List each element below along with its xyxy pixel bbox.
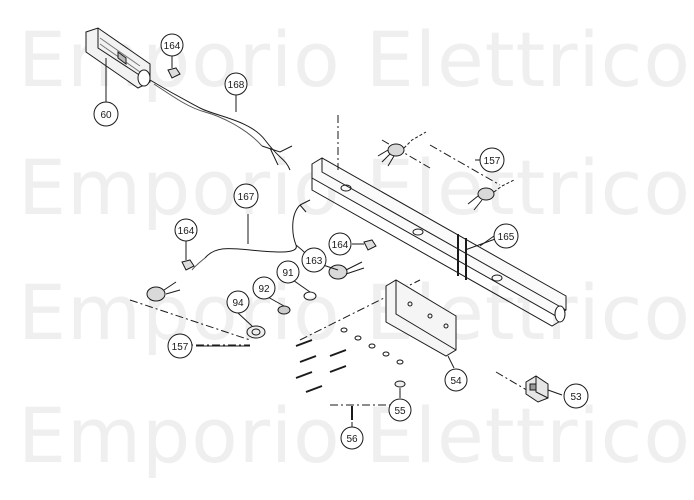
callout-163: 163 xyxy=(301,247,327,273)
part-92-washer xyxy=(277,305,291,315)
callout-94: 94 xyxy=(226,290,250,314)
part-157-lower-connector xyxy=(146,281,181,302)
callout-56: 56 xyxy=(340,426,364,450)
part-163-gland xyxy=(328,261,365,280)
callout-label: 56 xyxy=(346,434,358,445)
callout-label: 54 xyxy=(450,376,462,387)
part-54-bracket xyxy=(385,279,457,357)
part-167-cable xyxy=(191,199,319,271)
callout-label: 164 xyxy=(178,226,195,237)
part-55-washers xyxy=(340,327,406,388)
callout-label: 157 xyxy=(172,342,189,353)
callout-60: 60 xyxy=(93,101,119,127)
part-157-upper-connectors xyxy=(377,131,515,211)
callout-label: 165 xyxy=(498,232,515,243)
part-94-ring xyxy=(246,325,266,339)
callout-91: 91 xyxy=(276,260,300,284)
callout-164: 164 xyxy=(174,218,198,242)
callout-label: 164 xyxy=(164,41,181,52)
callout-bubbles: 60 164 168 157 167 164 xyxy=(93,33,589,450)
callout-label: 163 xyxy=(306,256,323,267)
callout-55: 55 xyxy=(388,398,412,422)
part-60-control-unit xyxy=(85,27,151,96)
part-164-glands xyxy=(167,67,377,271)
callout-label: 167 xyxy=(238,192,255,203)
part-165-rail-bar xyxy=(311,157,567,327)
callout-label: 94 xyxy=(232,298,244,309)
callout-165: 165 xyxy=(493,223,519,249)
callout-label: 157 xyxy=(484,156,501,167)
callout-157: 157 xyxy=(479,147,505,173)
part-91-seal xyxy=(303,291,317,301)
callout-157: 157 xyxy=(167,333,193,359)
part-53-end-cap xyxy=(525,375,549,403)
callout-164: 164 xyxy=(328,232,352,256)
callout-label: 164 xyxy=(332,240,349,251)
callout-53: 53 xyxy=(563,383,589,409)
callout-label: 60 xyxy=(100,110,112,121)
callout-label: 53 xyxy=(570,392,582,403)
callout-167: 167 xyxy=(233,183,259,209)
callout-92: 92 xyxy=(252,276,276,300)
callout-label: 92 xyxy=(258,284,270,295)
callout-54: 54 xyxy=(444,368,468,392)
part-168-cable xyxy=(149,79,293,171)
callout-164: 164 xyxy=(160,33,184,57)
callout-label: 168 xyxy=(228,80,245,91)
callout-label: 55 xyxy=(394,406,406,417)
callout-168: 168 xyxy=(224,72,248,96)
callout-label: 91 xyxy=(282,268,294,279)
part-56-bolts xyxy=(295,339,353,420)
